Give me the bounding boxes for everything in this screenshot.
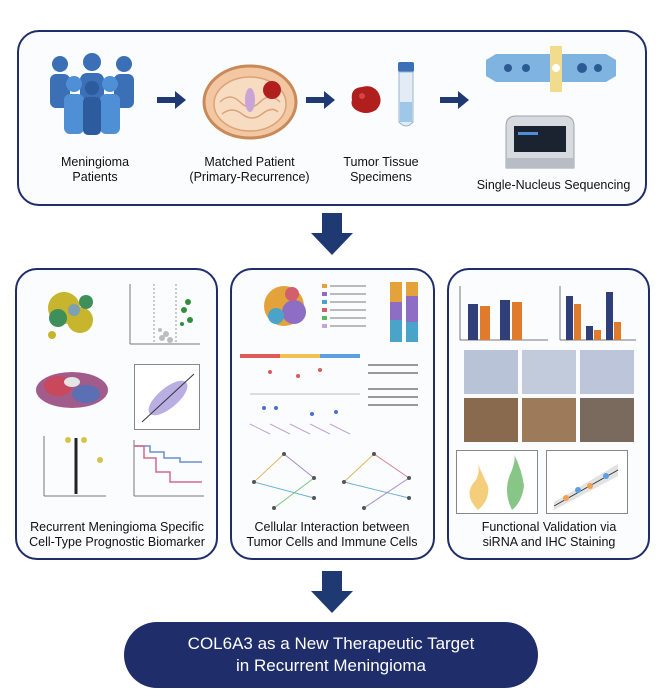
conclusion-banner: COL6A3 as a New Therapeutic Target in Re… — [124, 622, 538, 688]
cell-type-legend — [322, 282, 370, 334]
cell-cluster-plot-icon — [264, 286, 306, 326]
sequencer-icon — [505, 115, 575, 169]
regression-plot-icon — [546, 450, 628, 514]
arrow-right-icon — [157, 91, 186, 109]
arrow-down-icon — [311, 571, 353, 613]
sample-tube-icon — [398, 62, 414, 127]
arrow-right-icon — [306, 91, 335, 109]
ligand-receptor-plot-icon — [240, 354, 418, 435]
step-matched-label: Matched Patient(Primary-Recurrence) — [189, 155, 310, 184]
arrow-down-icon — [311, 213, 353, 255]
tumor-tissue-icon — [351, 86, 381, 113]
correlation-plot-icon — [134, 364, 200, 430]
patients-icon — [50, 53, 134, 135]
arrow-right-icon — [440, 91, 469, 109]
volcano-plot-icon — [129, 284, 200, 345]
microfluidic-icon — [486, 46, 616, 92]
tsne-plot-icon — [36, 372, 108, 408]
dot-plot-icon — [43, 436, 106, 497]
knockdown-chart-icon — [559, 286, 636, 341]
step-sequencing-label: Single-Nucleus Sequencing — [476, 178, 631, 192]
network-plot-icon — [252, 452, 411, 510]
umap-plot-icon — [48, 292, 93, 339]
bar-chart-icon — [459, 286, 548, 341]
survival-curve-icon — [133, 440, 204, 497]
ihc-staining-grid-icon — [464, 350, 634, 442]
stacked-bar-icon — [390, 282, 418, 342]
violin-plot-icon — [456, 450, 538, 514]
brain-mri-icon — [202, 64, 298, 140]
